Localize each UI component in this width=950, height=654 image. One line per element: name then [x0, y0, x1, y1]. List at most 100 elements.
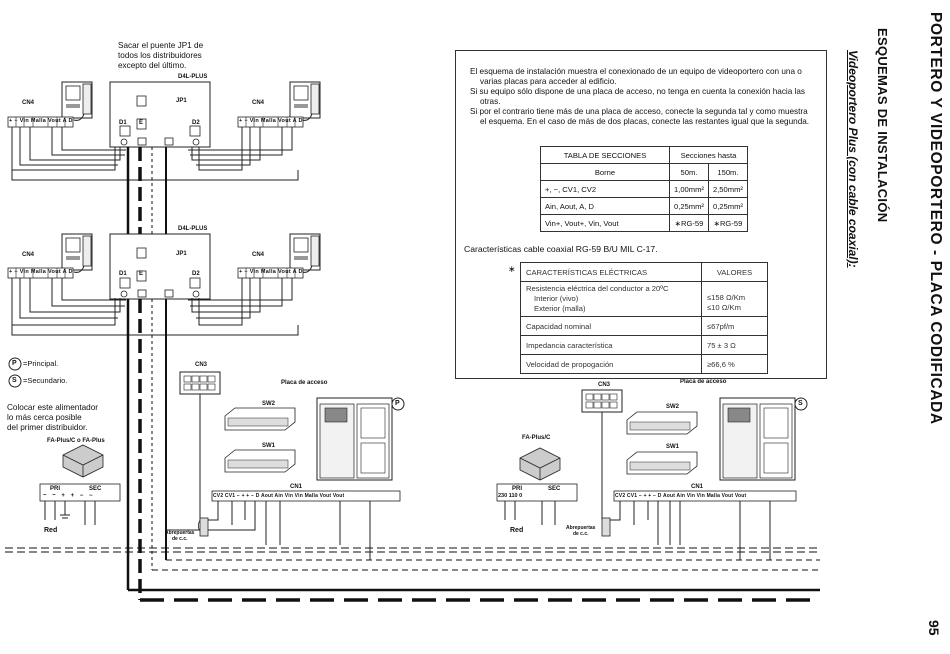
s-marker-letter: S — [798, 400, 803, 407]
sw2-secondary — [626, 411, 698, 435]
sw2-label-secondary: SW2 — [666, 404, 680, 410]
power-supply-secondary — [519, 447, 561, 481]
cn1-terms-secondary: CV2 CV1 − + + − D Aout Ain Vin Vin Malla… — [615, 493, 747, 499]
sections-table: TABLA DE SECCIONES Secciones hasta Borne… — [540, 146, 748, 232]
jumper-note: Sacar el puente JP1 de todos los distrib… — [118, 41, 204, 70]
cn3-label-principal: CN3 — [195, 362, 208, 368]
abrepuertas-secondary: Abrepuertas de c.c. — [566, 525, 596, 537]
sw1-label-principal: SW1 — [262, 443, 276, 449]
col-values: VALORES — [701, 262, 768, 282]
cn1-principal — [211, 490, 401, 502]
fa-plus-label-main: FA-Plus/C o FA-Plus — [47, 438, 105, 444]
cn1-label-secondary: CN1 — [691, 484, 704, 490]
sections-title: TABLA DE SECCIONES — [540, 146, 670, 164]
secondary-marker — [794, 397, 808, 411]
psu-terminals-principal — [39, 483, 121, 502]
cn4-terminals-ur: + − Vin Malla Vout A D — [239, 118, 303, 124]
legend-secondary-marker — [8, 374, 22, 388]
cn3-label-secondary: CN3 — [598, 382, 611, 388]
table-row: Impedancia característica 75 ± 3 Ω — [520, 335, 768, 355]
monitor-upper-right — [289, 81, 321, 121]
sw1-secondary — [626, 451, 698, 475]
sw1-label-secondary: SW1 — [666, 444, 680, 450]
col-borne: Borne — [540, 163, 670, 181]
door-opener-principal — [199, 517, 209, 537]
page-title: PORTERO Y VIDEOPORTERO - PLACA CODIFICAD… — [927, 12, 944, 425]
page-subtitle: Videoportero Plus (con cable coaxial): — [846, 50, 860, 268]
sec-terms-main: ~ ~ + + − − — [43, 493, 95, 499]
table-row: +, −, CV1, CV2 1,00mm² 2,50mm² — [540, 180, 748, 198]
sec-label-secondary: SEC — [548, 486, 561, 492]
legend-s-letter: S — [12, 377, 17, 384]
monitor-lower-left — [61, 233, 93, 273]
coax-caption: Características cable coaxial RG-59 B/U … — [464, 244, 658, 254]
d2-label-upper: D2 — [192, 120, 200, 126]
col-characteristics: CARACTERÍSTICAS ELÉCTRICAS — [520, 262, 702, 282]
red-label-secondary: Red — [510, 527, 524, 534]
cn3-secondary — [581, 389, 623, 413]
pri-label-main: PRI — [50, 486, 61, 492]
placa-label-principal: Placa de acceso — [281, 380, 328, 386]
distributor-upper — [109, 81, 211, 148]
table-row: Resistencia eléctrica del conductor a 20… — [520, 281, 768, 317]
cn4-terminals-ul: + − Vin Malla Vout A D — [9, 118, 73, 124]
table-row: Capacidad nominal ≤67pf/m — [520, 316, 768, 336]
info-paragraph-2: Si su equipo sólo dispone de una placa d… — [470, 87, 806, 106]
p-marker-letter: P — [395, 400, 400, 407]
placa-label-secondary: Placa de acceso — [680, 379, 727, 385]
access-panel-principal — [316, 397, 393, 481]
legend-principal-marker — [8, 357, 22, 371]
legend-p-letter: P — [12, 360, 17, 367]
pri-terms-secondary: 230 110 0 — [498, 493, 523, 499]
cn4-label-ur: CN4 — [252, 100, 265, 106]
monitor-lower-right — [289, 233, 321, 273]
table-row: Ain, Aout, A, D 0,25mm² 0,25mm² — [540, 197, 748, 215]
fa-plus-label-secondary: FA-Plus/C — [522, 435, 551, 441]
legend-principal: =Principal. — [23, 359, 59, 368]
cn4-terminals-ll: + − Vin Malla Vout A D — [9, 269, 73, 275]
sw1-principal — [224, 449, 296, 473]
table-row: Vin+, Vout+, Vin, Vout ∗RG-59 ∗RG-59 — [540, 214, 748, 232]
d2-label-lower: D2 — [192, 271, 200, 277]
d1-label-upper: D1 — [119, 120, 127, 126]
principal-marker — [391, 397, 405, 411]
access-panel-secondary — [719, 397, 796, 481]
cn4-terminals-lr: + − Vin Malla Vout A D — [239, 269, 303, 275]
sw2-label-principal: SW2 — [262, 401, 276, 407]
sw2-principal — [224, 407, 296, 431]
psu-terminals-secondary — [496, 483, 578, 502]
monitor-upper-left — [61, 81, 93, 121]
door-opener-secondary — [601, 517, 611, 537]
page-number: 95 — [926, 620, 942, 636]
power-note: Colocar este alimentador lo más cerca po… — [7, 403, 99, 432]
cn4-label-ul: CN4 — [22, 100, 35, 106]
section-title: ESQUEMAS DE INSTALACIÓN — [875, 28, 890, 223]
jp1-label-upper: JP1 — [176, 98, 187, 104]
info-panel: El esquema de instalación muestra el con… — [455, 50, 827, 379]
d4l-label-upper: D4L-PLUS — [178, 74, 208, 80]
info-paragraph-1: El esquema de instalación muestra el con… — [470, 67, 802, 86]
abrepuertas-principal: Abrepuertas de c.c. — [165, 530, 195, 542]
info-paragraph-3: Si por el contrario tiene más de una pla… — [470, 107, 810, 126]
pri-label-secondary: PRI — [512, 486, 523, 492]
electrical-table: CARACTERÍSTICAS ELÉCTRICAS VALORES Resis… — [520, 262, 768, 374]
cn1-secondary — [613, 490, 797, 502]
electrical-star: ∗ — [508, 264, 516, 274]
distributor-lower — [109, 233, 211, 300]
sections-subtitle: Secciones hasta — [669, 146, 748, 164]
cn1-label-principal: CN1 — [290, 484, 303, 490]
col-50m: 50m. — [669, 163, 709, 181]
cn4-label-ll: CN4 — [22, 252, 35, 258]
d4l-label-lower: D4L-PLUS — [178, 226, 208, 232]
red-label-main: Red — [44, 527, 58, 534]
d1-label-lower: D1 — [119, 271, 127, 277]
cn3-principal — [179, 371, 221, 395]
cn1-terms-principal: CV2 CV1 − + + − D Aout Ain Vin Vin Malla… — [213, 493, 345, 499]
table-row: Velocidad de propogación ≥66,6 % — [520, 354, 768, 374]
cn4-label-lr: CN4 — [252, 252, 265, 258]
legend-secundario: =Secundario. — [23, 376, 68, 385]
col-150m: 150m. — [707, 163, 748, 181]
e-label-upper: E — [139, 120, 144, 126]
jp1-label-lower: JP1 — [176, 251, 187, 257]
